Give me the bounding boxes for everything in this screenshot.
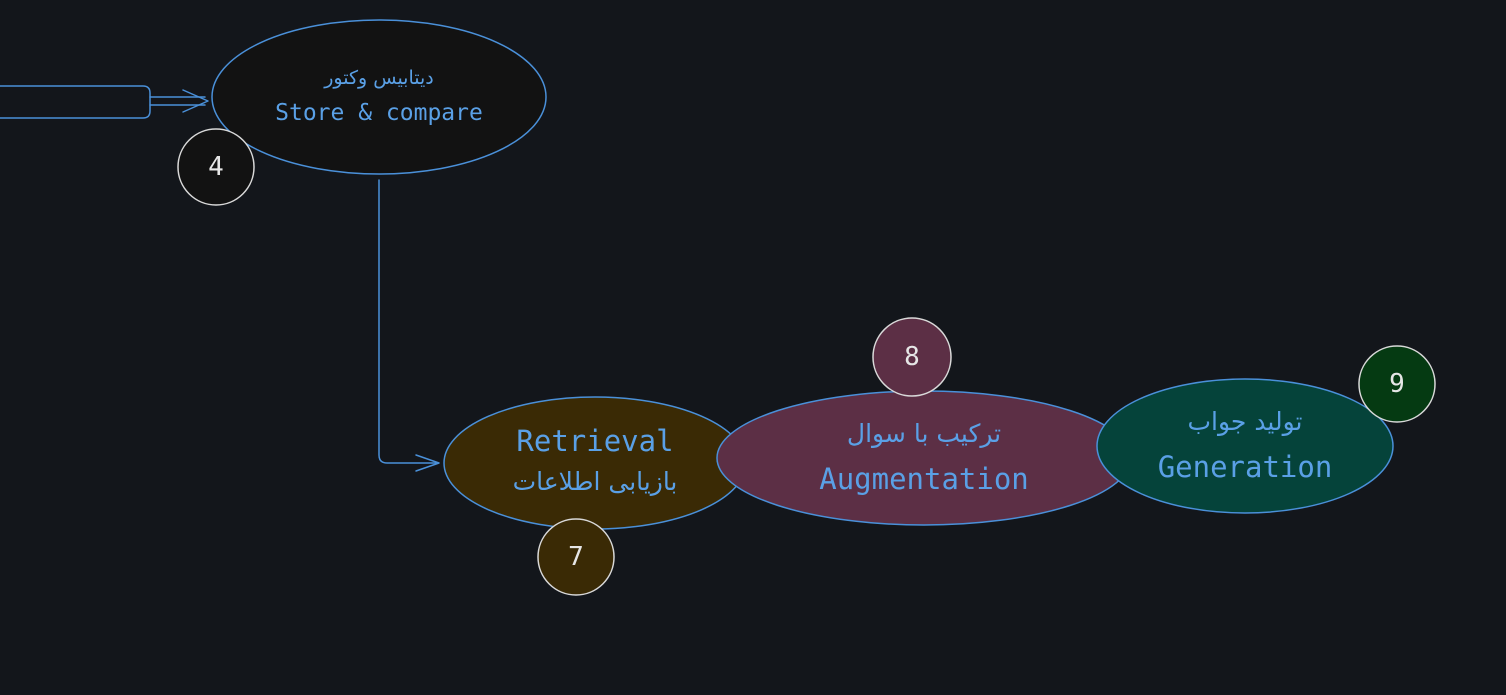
badge-7-number: 7 bbox=[568, 542, 584, 572]
badge-4: 4 bbox=[177, 128, 255, 206]
augmentation-label-en: Augmentation bbox=[819, 462, 1029, 496]
badge-7-circle bbox=[537, 518, 615, 596]
retrieval-ellipse bbox=[443, 396, 747, 530]
node-retrieval[interactable]: Retrieval بازیابی اطلاعات bbox=[443, 396, 747, 530]
edges bbox=[0, 85, 440, 472]
generation-ellipse bbox=[1096, 378, 1394, 514]
badge-4-circle bbox=[177, 128, 255, 206]
augmentation-ellipse bbox=[716, 390, 1132, 526]
edge-vector-db-to-retrieval bbox=[378, 179, 438, 464]
node-generation[interactable]: تولید جواب Generation bbox=[1096, 378, 1394, 514]
retrieval-label-fa: بازیابی اطلاعات bbox=[513, 467, 678, 496]
augmentation-label-fa: ترکیب با سوال bbox=[847, 419, 1001, 448]
edge-incoming-to-vector-db bbox=[0, 85, 151, 119]
vector-db-label-en: Store & compare bbox=[275, 100, 483, 126]
badge-9-number: 9 bbox=[1389, 369, 1405, 399]
badge-8-number: 8 bbox=[904, 342, 920, 372]
badge-8: 8 bbox=[872, 317, 952, 397]
vector-db-ellipse bbox=[211, 19, 547, 175]
node-augmentation[interactable]: ترکیب با سوال Augmentation bbox=[716, 390, 1132, 526]
badge-4-number: 4 bbox=[208, 152, 224, 182]
node-vector-database[interactable]: دیتابیس وکتور Store & compare bbox=[211, 19, 547, 175]
badge-9: 9 bbox=[1358, 345, 1436, 423]
badge-9-circle bbox=[1358, 345, 1436, 423]
vector-db-label-fa: دیتابیس وکتور bbox=[323, 67, 434, 89]
edge-incoming-arrowhead bbox=[182, 89, 209, 113]
generation-label-en: Generation bbox=[1158, 450, 1333, 484]
retrieval-label-en: Retrieval bbox=[516, 424, 673, 458]
badge-8-circle bbox=[872, 317, 952, 397]
edge-incoming-arrow-shaft bbox=[149, 96, 206, 106]
generation-label-fa: تولید جواب bbox=[1188, 407, 1303, 436]
edge-retrieval-arrowhead bbox=[415, 454, 440, 472]
badge-7: 7 bbox=[537, 518, 615, 596]
